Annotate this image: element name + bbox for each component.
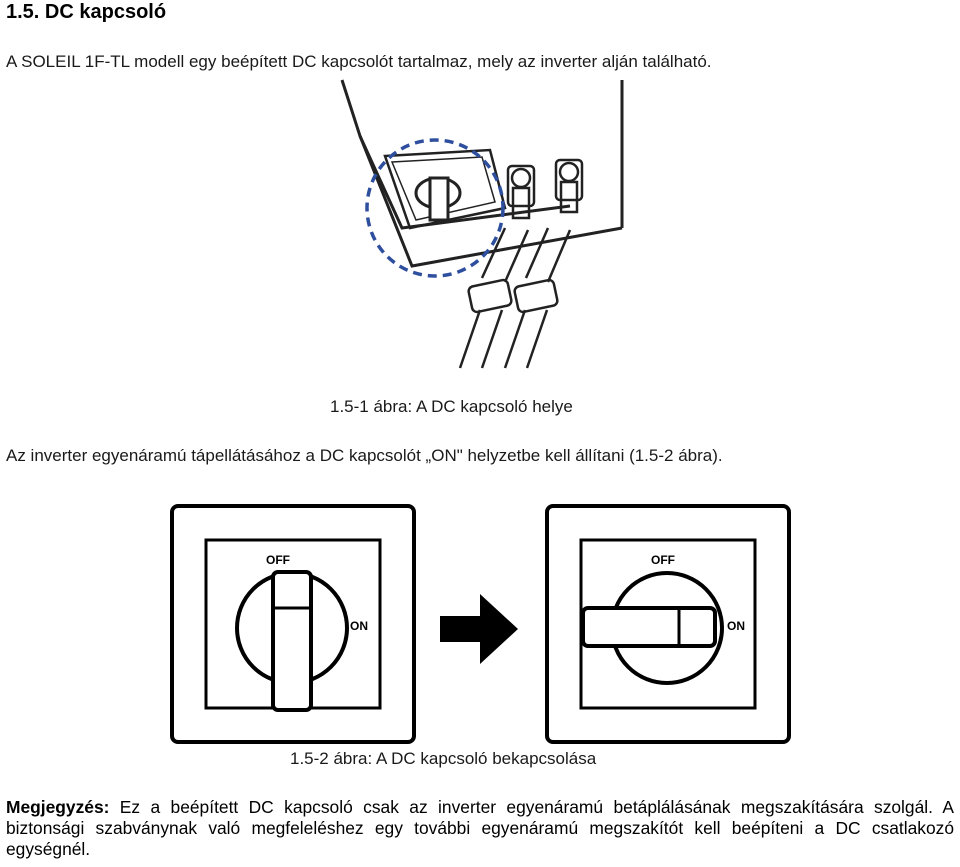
switch-handle-vertical [271, 570, 313, 712]
off-label: OFF [266, 553, 290, 567]
figure2-caption: 1.5-2 ábra: A DC kapcsoló bekapcsolása [290, 749, 597, 768]
off-label: OFF [651, 553, 675, 567]
highlight-circle [365, 138, 505, 278]
inverter-body-outline [340, 79, 623, 268]
switch-on-diagram: OFF ON [545, 504, 791, 744]
figure1-caption: 1.5-1 ábra: A DC kapcsoló helye [330, 397, 573, 416]
switch-recess [383, 148, 507, 230]
dc-connectors [506, 158, 584, 220]
section-title: 1.5. DC kapcsoló [6, 1, 167, 23]
intro-paragraph: A SOLEIL 1F-TL modell egy beépített DC k… [6, 52, 712, 71]
note-paragraph: Megjegyzés: Ez a beépített DC kapcsoló c… [6, 797, 954, 860]
dc-cables [458, 227, 572, 369]
switch-off-diagram: OFF ON [170, 504, 416, 744]
arrow-right-icon [440, 594, 518, 664]
figure-dc-switch-location [340, 79, 624, 369]
on-label: ON [350, 619, 368, 633]
instruction-paragraph: Az inverter egyenáramú tápellátásához a … [6, 446, 723, 465]
note-text: Ez a beépített DC kapcsoló csak az inver… [6, 797, 954, 859]
on-label: ON [727, 619, 745, 633]
switch-handle-horizontal [581, 606, 717, 648]
note-label: Megjegyzés: [6, 797, 110, 817]
